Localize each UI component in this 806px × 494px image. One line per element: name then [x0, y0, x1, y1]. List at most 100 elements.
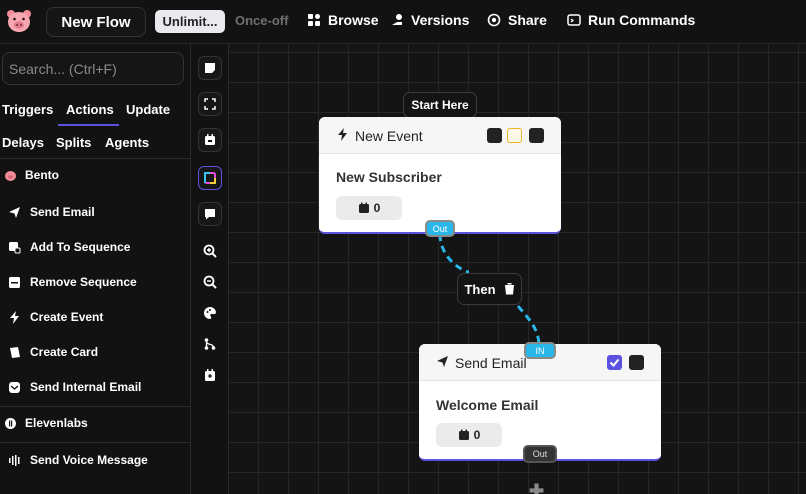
count-value: 0	[473, 428, 481, 442]
check-icon	[609, 358, 620, 367]
out-port[interactable]: Out	[523, 445, 557, 463]
share-icon	[487, 13, 501, 27]
search-input[interactable]	[2, 52, 184, 85]
zoom-out-icon	[203, 275, 217, 289]
bento-pig-icon	[5, 170, 16, 181]
color-icon	[204, 172, 216, 184]
connector-lines	[438, 233, 541, 347]
browse-button[interactable]: Browse	[307, 12, 379, 28]
plan-once-off-toggle[interactable]: Once-off	[235, 13, 289, 28]
node-new-event[interactable]: New Event New Subscriber 0 Out	[319, 117, 561, 237]
elevenlabs-icon	[5, 417, 16, 429]
comment-button[interactable]	[198, 202, 222, 226]
sidebar-item-send-internal-email[interactable]: Send Internal Email	[8, 380, 141, 394]
terminal-icon	[567, 14, 581, 26]
sidebar-item-send-email[interactable]: Send Email	[8, 205, 95, 219]
section-elevenlabs[interactable]: Elevenlabs	[4, 416, 88, 430]
color-picker-button[interactable]	[198, 166, 222, 190]
tab-update[interactable]: Update	[126, 102, 171, 117]
connector-line	[516, 305, 541, 347]
divider	[0, 406, 190, 407]
tab-agents[interactable]: Agents	[105, 135, 150, 150]
add-node-icon[interactable]: ✚	[529, 481, 545, 494]
out-port[interactable]: Out	[425, 220, 455, 237]
divider	[0, 442, 190, 443]
zoom-out-button[interactable]	[198, 270, 222, 294]
lightning-icon	[10, 310, 19, 324]
send-icon	[9, 206, 20, 218]
fit-view-button[interactable]	[198, 92, 222, 116]
lightning-icon	[338, 128, 347, 141]
zoom-in-icon	[203, 244, 217, 258]
calendar-icon	[205, 134, 215, 145]
trash-icon[interactable]	[504, 283, 515, 295]
select-checkbox[interactable]	[507, 128, 522, 143]
internal-email-icon	[9, 381, 20, 393]
checked-checkbox[interactable]	[607, 355, 622, 370]
node-title: New Event	[355, 128, 423, 144]
sidebar-item-send-voice-message[interactable]: Send Voice Message	[8, 453, 148, 467]
sidebar-item-label: Send Email	[30, 205, 95, 219]
zoom-in-button[interactable]	[198, 239, 222, 263]
then-label: Then	[464, 281, 496, 297]
sidebar-item-create-event[interactable]: Create Event	[8, 310, 103, 324]
palette-button[interactable]	[198, 301, 222, 325]
fit-view-icon	[204, 98, 216, 110]
active-tab-indicator	[58, 124, 119, 126]
share-button[interactable]: Share	[487, 12, 547, 28]
flow-canvas[interactable]: Start Here New Event New Subscriber 0 Ou…	[229, 44, 806, 494]
sidebar-item-create-card[interactable]: Create Card	[8, 345, 98, 359]
sequence-add-icon	[9, 241, 21, 253]
flow-name-button[interactable]: New Flow	[46, 7, 146, 37]
robot-icon[interactable]	[487, 128, 502, 143]
run-commands-button[interactable]: Run Commands	[567, 12, 695, 28]
browse-label: Browse	[328, 12, 379, 28]
versions-label: Versions	[411, 12, 470, 28]
count-icon	[358, 202, 369, 213]
sidebar: Triggers Actions Update Delays Splits Ag…	[0, 44, 191, 494]
versions-icon	[392, 14, 402, 25]
menu-icon[interactable]	[529, 128, 544, 143]
sidebar-item-label: Send Internal Email	[30, 380, 142, 394]
send-icon	[437, 356, 448, 367]
sidebar-item-remove-sequence[interactable]: Remove Sequence	[8, 275, 137, 289]
menu-icon[interactable]	[629, 355, 644, 370]
branch-button[interactable]	[198, 332, 222, 356]
app-logo-icon[interactable]	[6, 9, 32, 33]
then-connector-label[interactable]: Then	[457, 273, 522, 305]
waveform-icon	[9, 454, 20, 466]
section-label: Bento	[25, 168, 59, 182]
section-bento[interactable]: Bento	[4, 168, 59, 182]
start-here-label: Start Here	[403, 92, 477, 118]
browse-icon	[308, 14, 320, 26]
sticky-note-button[interactable]	[198, 56, 222, 80]
branch-icon	[204, 338, 216, 350]
node-body-text: New Subscriber	[336, 169, 442, 185]
in-port[interactable]: IN	[524, 342, 556, 359]
schedule-button[interactable]	[198, 363, 222, 387]
node-send-email[interactable]: Send Email Welcome Email 0 IN Out	[419, 342, 661, 463]
tab-triggers[interactable]: Triggers	[2, 102, 54, 117]
sticky-note-icon	[205, 63, 215, 73]
node-title: Send Email	[455, 355, 527, 371]
count-value: 0	[373, 201, 381, 215]
node-count-badge: 0	[436, 423, 502, 447]
section-label: Elevenlabs	[25, 416, 88, 430]
card-icon	[10, 346, 20, 358]
canvas-toolbar	[191, 44, 229, 494]
tab-actions[interactable]: Actions	[66, 102, 114, 117]
versions-button[interactable]: Versions	[390, 12, 469, 28]
plan-unlimited-toggle[interactable]: Unlimit...	[155, 10, 225, 33]
top-bar: New Flow Unlimit... Once-off Browse Vers…	[0, 0, 806, 44]
share-label: Share	[508, 12, 547, 28]
sidebar-item-label: Send Voice Message	[30, 453, 148, 467]
sidebar-item-add-to-sequence[interactable]: Add To Sequence	[8, 240, 130, 254]
palette-icon	[204, 306, 216, 319]
calendar-button[interactable]	[198, 128, 222, 152]
sidebar-item-label: Create Card	[30, 345, 99, 359]
divider	[0, 158, 190, 159]
node-count-badge: 0	[336, 196, 402, 220]
sequence-remove-icon	[9, 276, 20, 288]
tab-delays[interactable]: Delays	[2, 135, 44, 150]
tab-splits[interactable]: Splits	[56, 135, 92, 150]
